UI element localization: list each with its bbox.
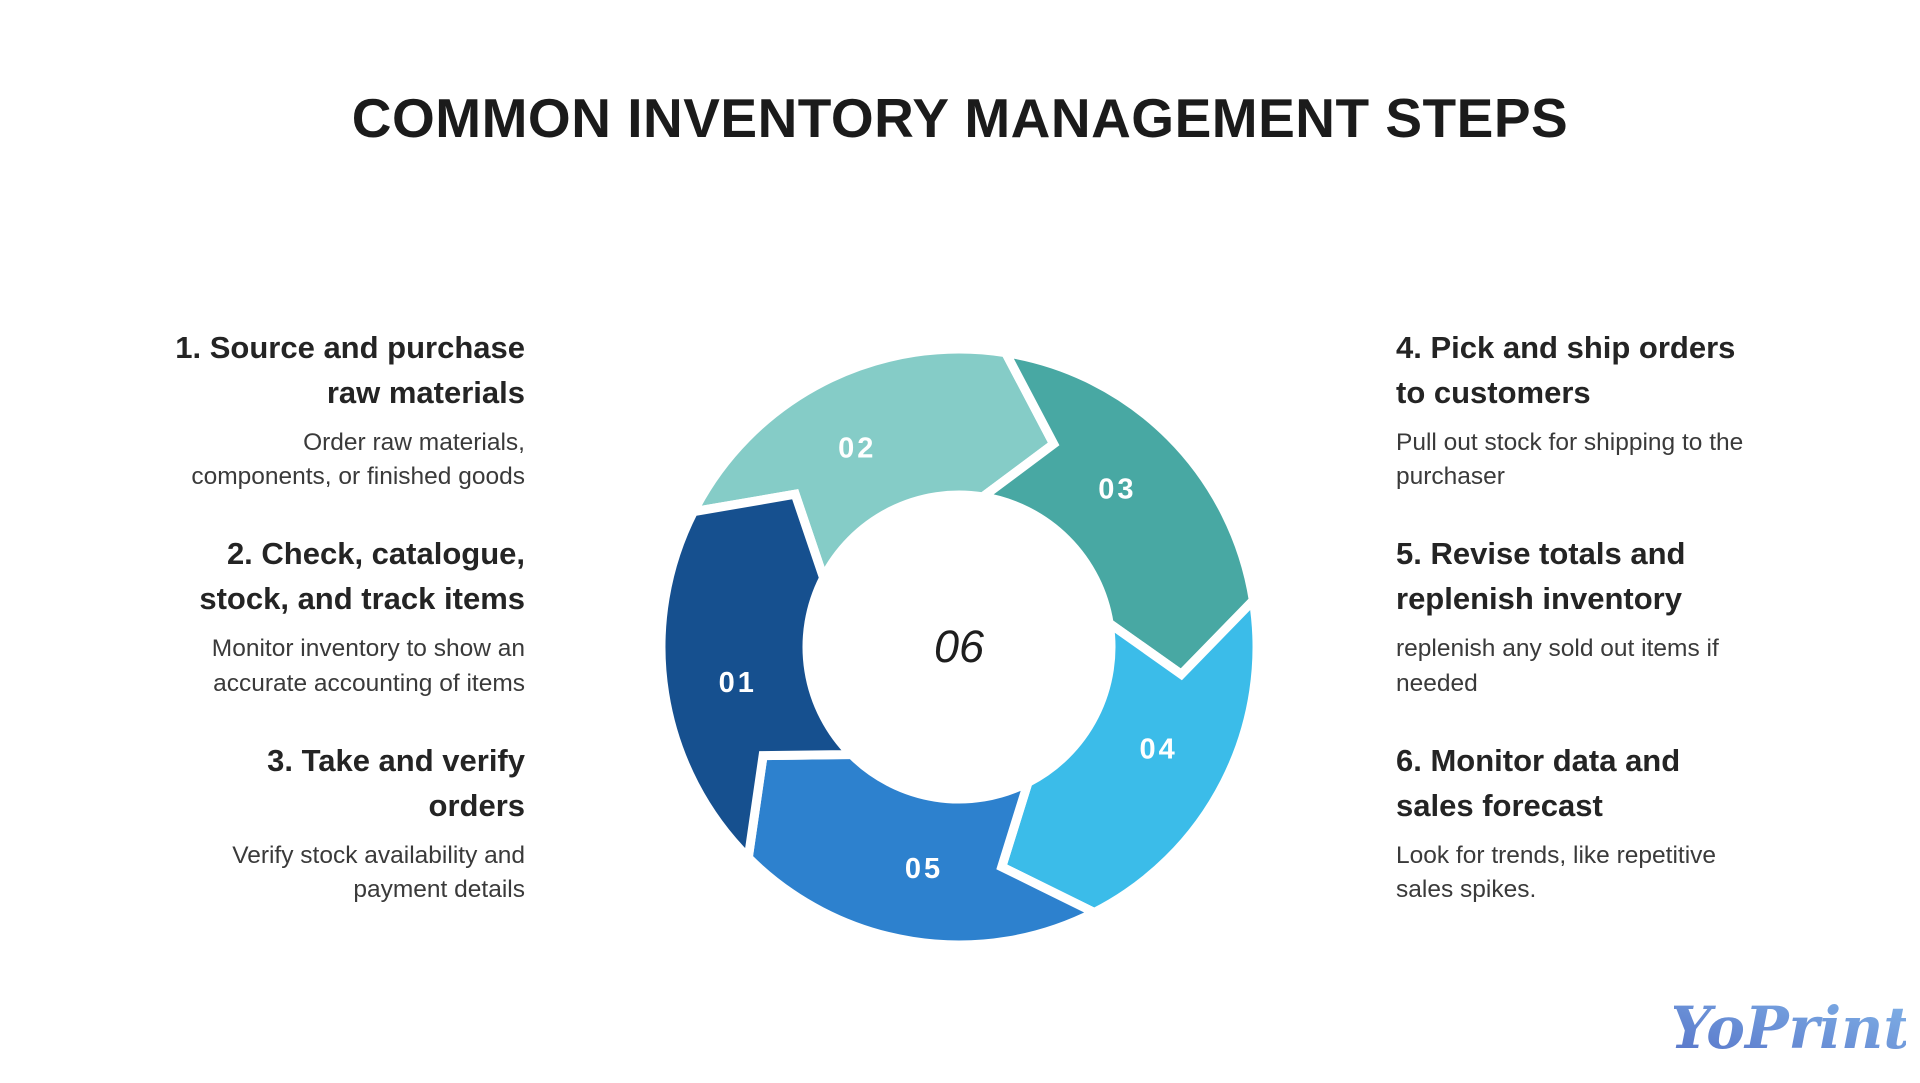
cycle-segment-02 [685, 344, 1060, 590]
step-heading: 5. Revise totals and replenish inventory [1396, 536, 1686, 617]
step-heading: 4. Pick and ship orders to customers [1396, 330, 1736, 410]
page-title: COMMON INVENTORY MANAGEMENT STEPS [351, 87, 1569, 149]
step-item-3: 3. Take and verify orders Verify stock a… [85, 739, 525, 907]
step-description: Pull out stock for shipping to the purch… [1396, 428, 1744, 491]
step-description: Order raw materials, components, or fini… [191, 428, 525, 491]
cycle-diagram: 02 03 04 05 01 06 [639, 327, 1279, 967]
step-item-1: 1. Source and purchase raw materials Ord… [85, 326, 525, 494]
cycle-center-circle [827, 515, 1091, 779]
cycle-segment-05 [743, 749, 1105, 950]
cycle-segment-label-02: 02 [838, 432, 876, 464]
step-description: Monitor inventory to show an accurate ac… [211, 635, 525, 697]
brand-logo: YoPrint [1670, 972, 1910, 1078]
cycle-segment-label-04: 04 [1139, 734, 1177, 766]
cycle-segment-label-03: 03 [1098, 474, 1136, 506]
step-description: Look for trends, like repetitive sales s… [1396, 841, 1717, 904]
brand-logo-text: YoPrint [1674, 994, 1906, 1062]
cycle-segment-label-05: 05 [905, 853, 943, 885]
cycle-segment-01 [656, 489, 863, 868]
step-heading: 3. Take and verify orders [267, 742, 525, 823]
step-item-5: 5. Revise totals and replenish inventory… [1396, 532, 1876, 700]
step-heading: 2. Check, catalogue, stock, and track it… [199, 536, 525, 617]
left-steps-column: 1. Source and purchase raw materials Ord… [85, 326, 525, 907]
step-item-6: 6. Monitor data and sales forecast Look … [1396, 739, 1876, 907]
cycle-center-label: 06 [934, 621, 985, 672]
cycle-segment-03 [971, 346, 1259, 681]
cycle-segment-label-01: 01 [719, 667, 757, 699]
step-description: replenish any sold out items if needed [1396, 635, 1719, 697]
step-item-4: 4. Pick and ship orders to customers Pul… [1396, 326, 1876, 494]
right-steps-column: 4. Pick and ship orders to customers Pul… [1396, 326, 1876, 907]
cycle-diagram-svg: 02 03 04 05 01 06 [656, 344, 1262, 950]
step-heading: 1. Source and purchase raw materials [175, 330, 525, 410]
cycle-segment-04 [996, 590, 1262, 918]
step-heading: 6. Monitor data and sales forecast [1396, 742, 1681, 823]
brand-logo-svg: YoPrint [1670, 994, 1910, 1062]
step-item-2: 2. Check, catalogue, stock, and track it… [85, 532, 525, 700]
step-description: Verify stock availability and payment de… [232, 841, 525, 904]
